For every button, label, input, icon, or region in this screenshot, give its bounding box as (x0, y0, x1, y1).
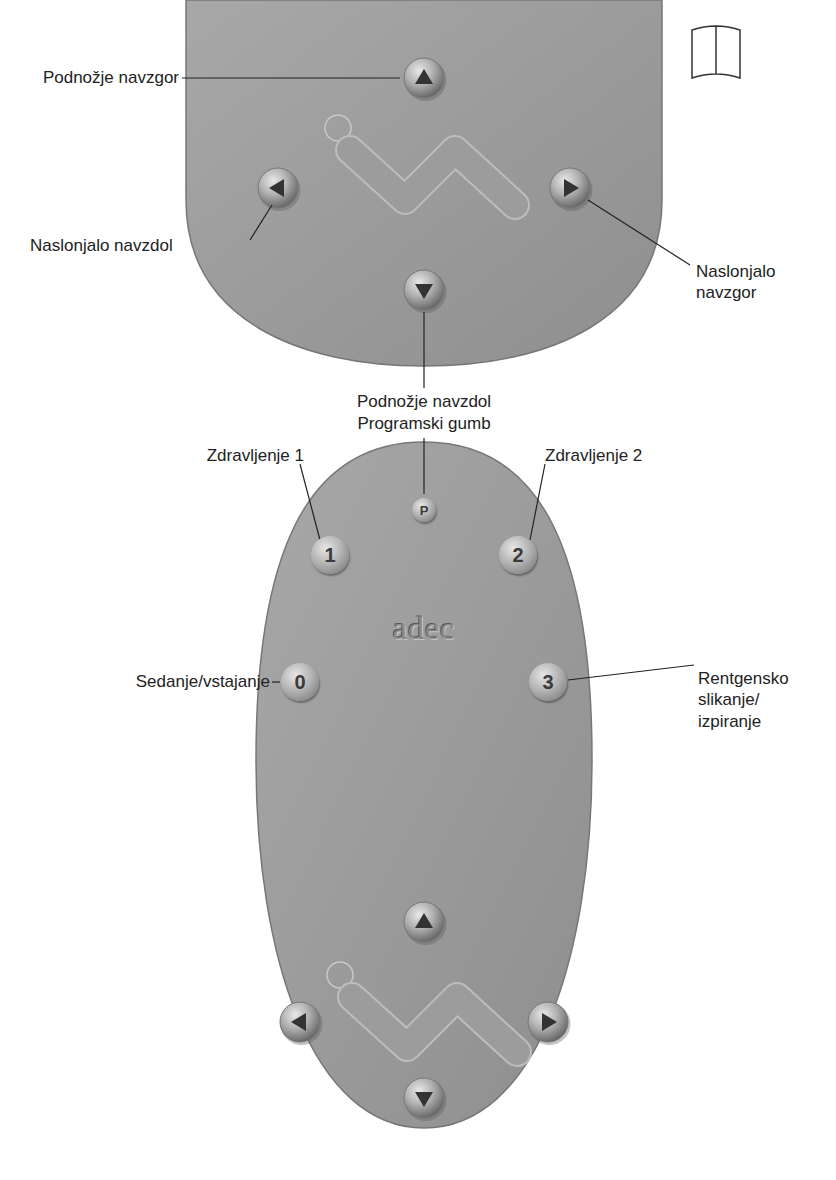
button-label: 1 (324, 544, 335, 567)
control-button: P (412, 498, 436, 522)
callout-label: Podnožje navzdol (357, 391, 491, 412)
button-label: 3 (542, 671, 553, 694)
button-label: 2 (512, 544, 523, 567)
brand-logo: adec (393, 608, 456, 648)
callout-label: Podnožje navzgor (43, 67, 179, 88)
leader-lines (182, 78, 690, 388)
callout-label: Rentgensko slikanje/ izpiranje (698, 668, 789, 732)
button-label: P (420, 503, 429, 518)
touchpad-bottom (256, 442, 592, 1128)
button-label: 0 (294, 671, 305, 694)
touchpad-top (186, 0, 662, 366)
control-button: 2 (499, 536, 537, 574)
control-button: 0 (281, 663, 319, 701)
control-button: 3 (529, 663, 567, 701)
callout-label: Sedanje/vstajanje (136, 671, 270, 692)
callout-label: Zdravljenje 2 (545, 445, 642, 466)
control-button: 1 (311, 536, 349, 574)
callout-label: Programski gumb (357, 413, 490, 434)
manual-icon (692, 26, 740, 78)
callout-label: Naslonjalo navzdol (30, 235, 173, 256)
callout-label: Zdravljenje 1 (207, 445, 304, 466)
callout-label: Naslonjalo navzgor (696, 261, 775, 304)
